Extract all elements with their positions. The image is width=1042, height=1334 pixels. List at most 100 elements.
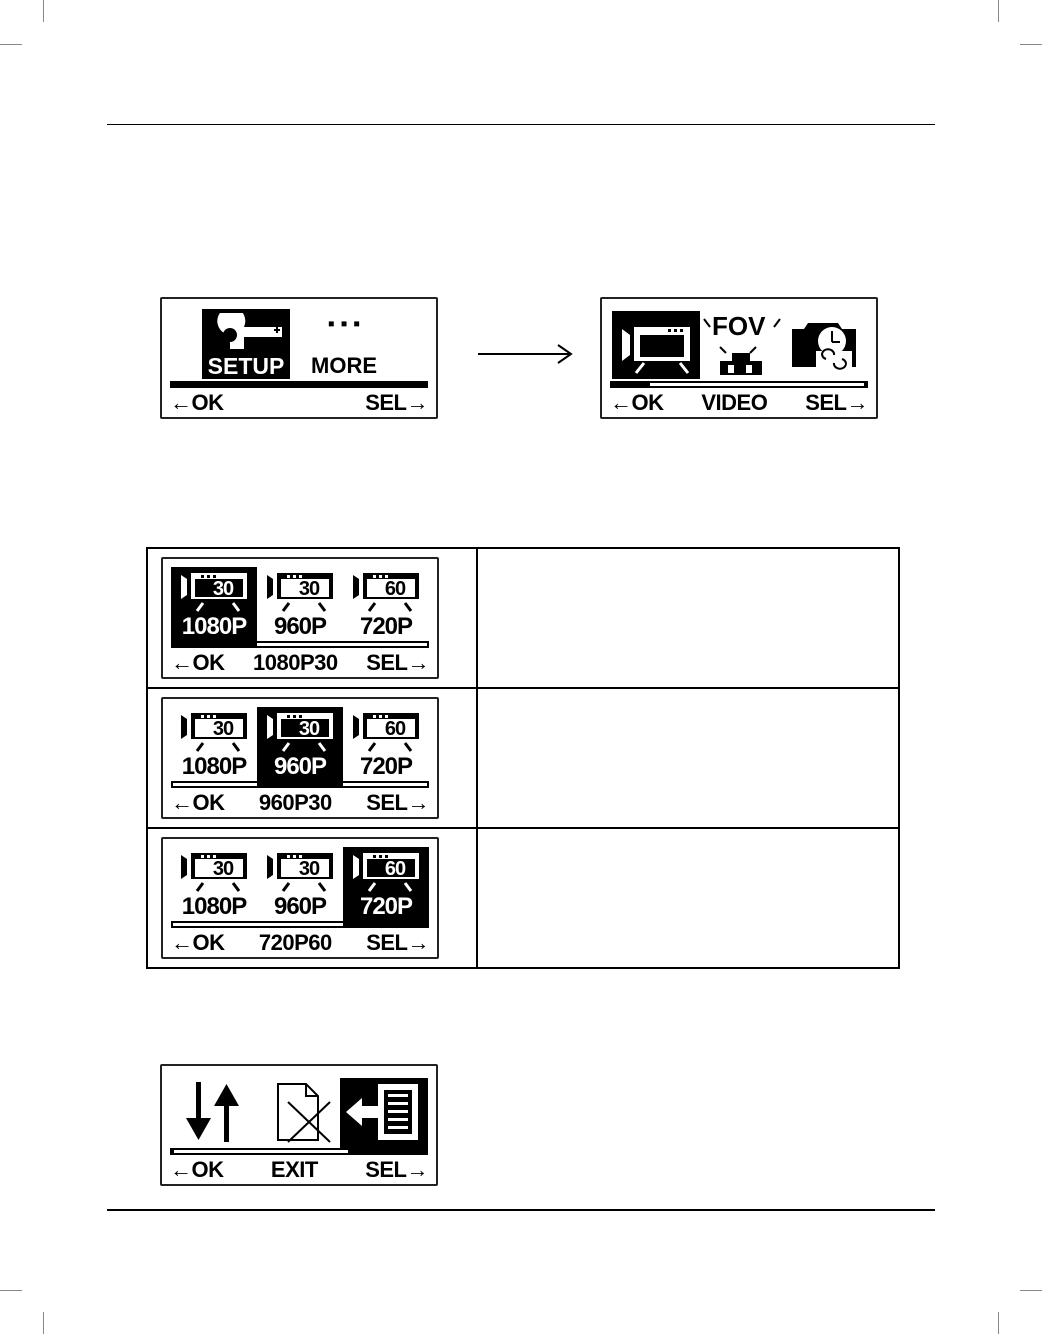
resolution-label: 720P (359, 613, 413, 640)
crop-mark (0, 44, 22, 45)
screen-title: EXIT (270, 1157, 318, 1182)
more-label: MORE (311, 353, 377, 378)
sel-softkey[interactable]: SEL→ (366, 790, 429, 815)
sel-softkey[interactable]: SEL→ (366, 650, 429, 675)
frame-rate-label: 30 (298, 718, 320, 740)
crop-mark (1020, 1290, 1042, 1291)
video-resolution-icon (267, 853, 333, 892)
key-icon (217, 313, 282, 349)
video-resolution-icon (181, 713, 247, 752)
timelapse-tile[interactable] (786, 311, 862, 379)
ok-softkey[interactable]: ←OK (170, 390, 224, 415)
scroll-tile[interactable] (172, 1078, 252, 1146)
ok-softkey[interactable]: ←OK (170, 1157, 224, 1182)
crop-mark (1020, 44, 1042, 45)
crop-mark (998, 0, 999, 22)
main-menu-screen: SETUP ▪ ▪ ▪ MORE ←OK SEL→ (160, 297, 438, 419)
resolution-option[interactable]: 60 720P (343, 847, 429, 923)
setup-label: SETUP (207, 353, 285, 379)
resolution-label: 1080P (181, 613, 247, 640)
resolution-screen: 30 1080P 30 960P 60 720P ←OK 720P60 SEL→ (161, 837, 439, 959)
description-cell (476, 687, 900, 829)
video-menu-screen: FOV ←OK VIDEO SEL→ (600, 297, 878, 419)
video-resolution-icon (353, 573, 419, 612)
video-resolution-icon (267, 573, 333, 612)
resolution-options: 30 1080P 30 960P 60 720P (171, 847, 429, 925)
crop-mark (998, 1312, 999, 1334)
resolution-option[interactable]: 30 1080P (171, 707, 257, 783)
more-tile[interactable]: ▪ ▪ ▪ MORE (302, 309, 386, 379)
ok-softkey[interactable]: ←OK (171, 650, 225, 675)
progress-bar (610, 381, 868, 388)
exit-tile[interactable] (340, 1078, 428, 1148)
resolution-option[interactable]: 30 960P (257, 847, 343, 923)
softkey-row: ←OK EXIT SEL→ (170, 1157, 428, 1183)
screen-title: VIDEO (701, 390, 768, 415)
softkey-row: ←OK VIDEO SEL→ (610, 390, 868, 416)
footer-rule (107, 1209, 935, 1211)
resolution-label: 960P (273, 893, 327, 920)
current-mode: 720P60 (258, 930, 332, 955)
description-cell (476, 547, 900, 689)
frame-rate-label: 60 (384, 718, 406, 740)
delete-file-icon (277, 1083, 331, 1143)
crop-mark (43, 0, 44, 22)
softkey-row: ←OK SEL→ (170, 390, 428, 416)
video-camera-icon (622, 327, 690, 374)
fov-icon (703, 318, 781, 375)
current-mode: 960P30 (258, 790, 332, 815)
fov-tile[interactable]: FOV (702, 311, 782, 379)
frame-rate-label: 60 (384, 858, 406, 880)
frame-rate-label: 30 (298, 858, 320, 880)
video-resolution-icon (267, 713, 333, 752)
ok-softkey[interactable]: ←OK (171, 930, 225, 955)
video-resolution-icon (181, 853, 247, 892)
progress-bar (170, 381, 428, 388)
progress-bar (171, 921, 429, 928)
resolution-label: 1080P (181, 753, 247, 780)
frame-rate-label: 30 (212, 858, 234, 880)
resolution-option[interactable]: 30 1080P (171, 847, 257, 923)
arrow-right-icon (478, 344, 573, 364)
sel-softkey[interactable]: SEL→ (366, 930, 429, 955)
progress-bar (171, 641, 429, 648)
timelapse-camera-icon (792, 323, 856, 370)
setup-tile[interactable]: SETUP (202, 309, 290, 379)
ok-softkey[interactable]: ←OK (171, 790, 225, 815)
fov-label: FOV (712, 311, 766, 341)
video-resolution-icon (181, 573, 247, 612)
table-row: 30 1080P 30 960P 60 720P ←OK 720P60 SEL→ (146, 827, 900, 969)
ok-softkey[interactable]: ←OK (610, 390, 664, 415)
progress-bar (170, 1148, 428, 1155)
resolution-label: 1080P (181, 893, 247, 920)
crop-mark (43, 1312, 44, 1334)
resolution-label: 960P (273, 613, 327, 640)
more-dots: ▪ ▪ ▪ (327, 313, 361, 335)
sel-softkey[interactable]: SEL→ (365, 1157, 428, 1182)
sel-softkey[interactable]: SEL→ (805, 390, 868, 415)
video-resolution-icon (353, 713, 419, 752)
progress-bar (171, 781, 429, 788)
frame-rate-label: 30 (212, 718, 234, 740)
resolution-label: 720P (359, 893, 413, 920)
delete-tile[interactable] (258, 1078, 338, 1146)
video-resolution-icon (353, 853, 419, 892)
sel-softkey[interactable]: SEL→ (365, 390, 428, 415)
back-list-icon (346, 1084, 418, 1140)
image-cell: 30 1080P 30 960P 60 720P ←OK 720P60 SEL→ (146, 827, 478, 969)
description-cell (476, 827, 900, 969)
video-tile[interactable] (612, 311, 700, 379)
